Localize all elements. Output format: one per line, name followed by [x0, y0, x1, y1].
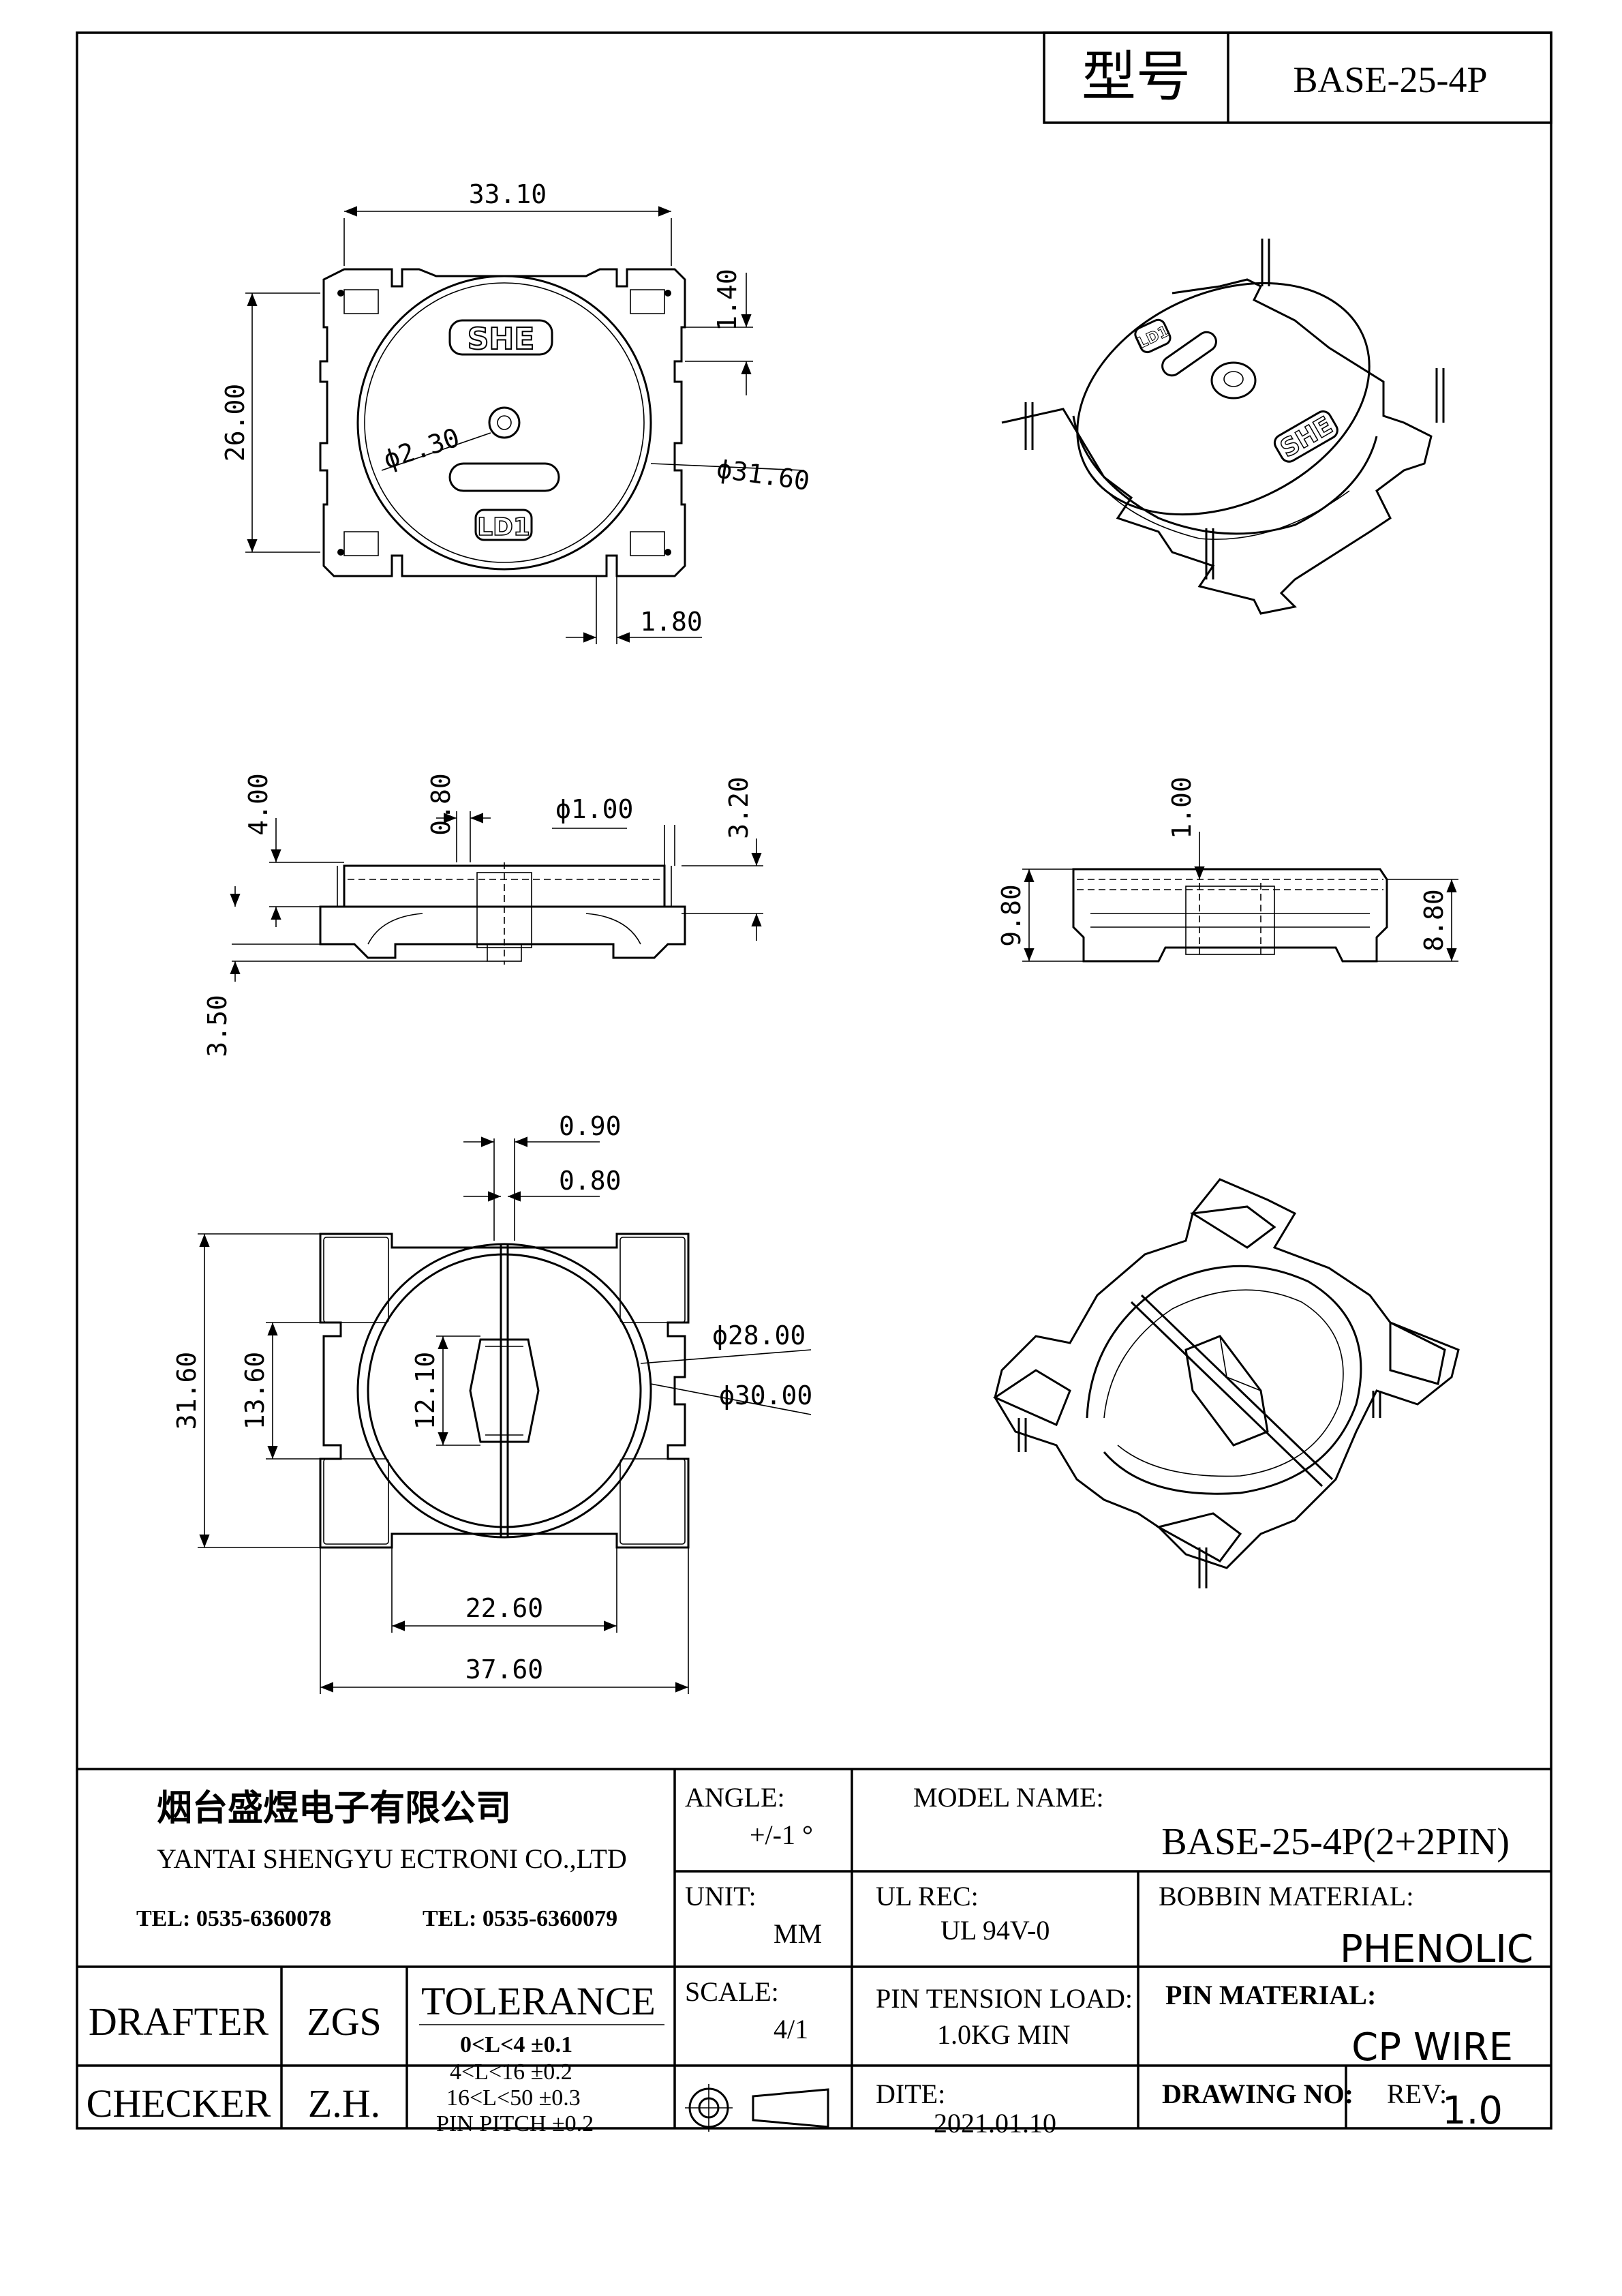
company-en: YANTAI SHENGYU ECTRONI CO.,LTD	[157, 1843, 627, 1874]
pin-material-value: CP WIRE	[1351, 2025, 1513, 2070]
dim-bottom-3160: 31.60	[172, 1352, 202, 1430]
tol-3: 16<L<50 ±0.3	[446, 2085, 581, 2111]
top-view: SHE LD1 33.10 26.00 1.40 ϕ2.30 ϕ31.60 1.…	[220, 179, 812, 644]
model-name-label: MODEL NAME:	[913, 1782, 1104, 1813]
tol-2: 4<L<16 ±0.2	[450, 2059, 572, 2085]
pin-material-label: PIN MATERIAL:	[1165, 1980, 1376, 2010]
drafter-label: DRAFTER	[89, 1999, 269, 2044]
dim-bottom-d28: ϕ28.00	[712, 1320, 806, 1350]
company-cn: 烟台盛煜电子有限公司	[157, 1788, 511, 1829]
code-mark: LD1	[477, 513, 530, 541]
top-isometric-view: LD1 SHE	[1001, 239, 1445, 615]
scale-value: 4/1	[774, 2014, 808, 2044]
side-view: 9.80 8.80 1.00	[996, 776, 1458, 963]
brand-mark: SHE	[468, 322, 535, 357]
drawing-frame	[76, 31, 1552, 2130]
angle-label: ANGLE:	[685, 1782, 785, 1813]
dim-bottom-1360: 13.60	[240, 1352, 270, 1430]
dim-bottom-090: 0.90	[559, 1111, 622, 1141]
rev-value: 1.0	[1442, 2089, 1503, 2133]
dim-side-100: 1.00	[1167, 776, 1197, 839]
checker-value: Z.H.	[308, 2081, 380, 2126]
date-value: 2021.01.10	[934, 2108, 1056, 2139]
tol-4: PIN PITCH ±0.2	[436, 2111, 594, 2136]
dim-top-hole: ϕ2.30	[380, 422, 463, 474]
ul-label: UL REC:	[876, 1881, 979, 1912]
dim-top-slot: 1.80	[640, 607, 703, 637]
dim-front-320: 3.20	[724, 776, 754, 839]
model-box: 型号 BASE-25-4P	[1043, 31, 1552, 124]
ul-value: UL 94V-0	[940, 1915, 1050, 1946]
dim-bottom-2260: 22.60	[465, 1593, 543, 1623]
tel-right: TEL: 0535-6360079	[423, 1906, 617, 1931]
dim-front-4: 4.00	[243, 773, 273, 836]
tolerance-label: TOLERANCE	[421, 1979, 656, 2023]
dim-top-diameter: ϕ31.60	[715, 453, 812, 496]
bobbin-label: BOBBIN MATERIAL:	[1159, 1881, 1413, 1912]
dim-bottom-1210: 12.10	[410, 1352, 440, 1430]
bobbin-value: PHENOLIC	[1340, 1927, 1533, 1972]
dim-top-width: 33.10	[469, 179, 547, 209]
dim-front-350: 3.50	[202, 995, 232, 1057]
scale-label: SCALE:	[685, 1976, 779, 2007]
bottom-isometric-view	[992, 1178, 1460, 1588]
bottom-view: 0.90 0.80 31.60 13.60 12.10 ϕ28.00 ϕ30.0…	[172, 1111, 812, 1694]
dim-top-height: 26.00	[220, 384, 250, 462]
date-label: DITE:	[876, 2079, 945, 2109]
unit-label: UNIT:	[685, 1881, 756, 1912]
dim-side-980: 9.80	[996, 884, 1026, 947]
checker-label: CHECKER	[87, 2081, 271, 2126]
pin-tension-label: PIN TENSION LOAD:	[876, 1983, 1133, 2014]
pin-tension-value: 1.0KG MIN	[937, 2019, 1071, 2050]
dim-bottom-3760: 37.60	[465, 1655, 543, 1685]
drawing-no-label: DRAWING NO:	[1162, 2079, 1353, 2109]
dim-front-hole: ϕ1.00	[555, 794, 633, 824]
drafter-value: ZGS	[307, 1999, 382, 2044]
projection-symbol-icon	[685, 2084, 829, 2132]
model-value: BASE-25-4P	[1293, 59, 1487, 100]
front-view: 4.00 3.50 0.80 ϕ1.00 3.20	[202, 773, 763, 1057]
dim-front-080: 0.80	[426, 773, 456, 836]
rev-label: REV:	[1387, 2079, 1447, 2109]
dim-top-offset: 1.40	[712, 269, 742, 331]
tel-left: TEL: 0535-6360078	[136, 1906, 331, 1931]
tol-1: 0<L<4 ±0.1	[460, 2032, 572, 2057]
unit-value: MM	[774, 1918, 822, 1949]
dim-side-880: 8.80	[1419, 889, 1449, 952]
title-block: 烟台盛煜电子有限公司 YANTAI SHENGYU ECTRONI CO.,LT…	[77, 1768, 1551, 2139]
angle-value: +/-1 °	[750, 1819, 813, 1850]
model-label: 型号	[1082, 48, 1191, 108]
dim-bottom-080: 0.80	[559, 1166, 622, 1196]
dim-bottom-d30: ϕ30.00	[719, 1380, 812, 1410]
model-name-value: BASE-25-4P(2+2PIN)	[1161, 1821, 1510, 1863]
